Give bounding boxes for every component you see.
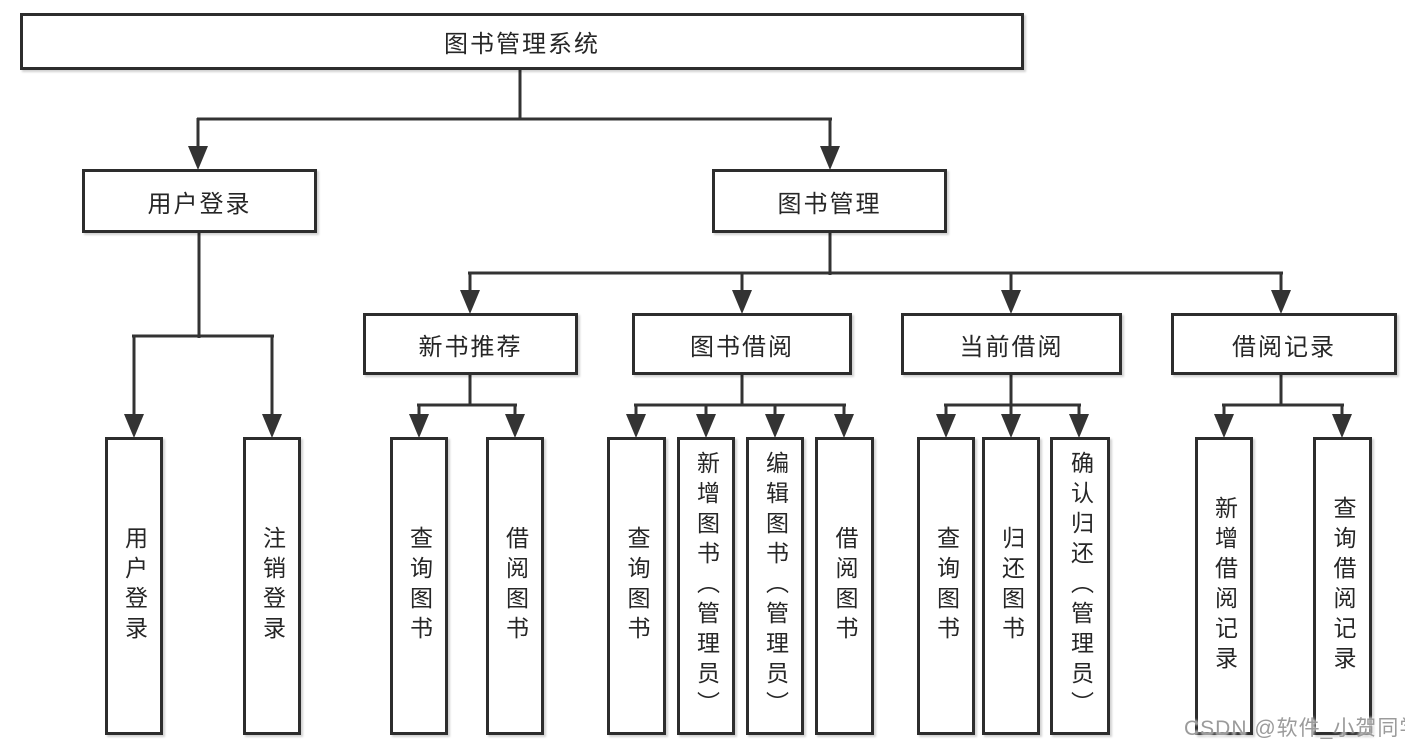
node-leaf-cb-confirm-return-admin: 确认归还（管理员） — [1050, 437, 1110, 735]
connector-root-to-level2 — [196, 70, 832, 148]
arrowhead-to-bb-edit-books — [765, 414, 785, 438]
connector-book-mgmt-to-level3 — [468, 233, 1283, 292]
node-leaf-nb-query-books: 查询图书 — [390, 437, 448, 735]
node-leaf-br-add-record: 新增借阅记录 — [1195, 437, 1253, 735]
node-leaf-bb-query-books: 查询图书 — [607, 437, 666, 735]
node-library-management-system: 图书管理系统 — [20, 13, 1024, 70]
arrowhead-to-current-borrowing — [1001, 290, 1021, 314]
node-book-borrowing: 图书借阅 — [632, 313, 852, 375]
arrowhead-to-br-add-record — [1214, 414, 1234, 438]
connector-user-login-to-children — [132, 233, 274, 416]
node-borrowing-records: 借阅记录 — [1171, 313, 1397, 375]
node-leaf-nb-borrow-books: 借阅图书 — [486, 437, 544, 735]
arrowhead-to-book-mgmt — [820, 146, 840, 170]
arrowhead-to-cb-confirm-return — [1069, 414, 1089, 438]
connector-new-book-rec-to-children — [417, 375, 517, 416]
node-new-book-recommendation: 新书推荐 — [363, 313, 578, 375]
arrowhead-to-new-book-rec — [460, 290, 480, 314]
arrowhead-to-nb-query-books — [409, 414, 429, 438]
arrowhead-to-cb-query-books — [936, 414, 956, 438]
arrowhead-to-borrowing-records — [1271, 290, 1291, 314]
node-leaf-br-query-record: 查询借阅记录 — [1313, 437, 1372, 735]
node-leaf-bb-add-books-admin: 新增图书（管理员） — [677, 437, 735, 735]
arrowhead-to-br-query-record — [1332, 414, 1352, 438]
arrowhead-to-user-login — [188, 146, 208, 170]
node-leaf-cb-return-books: 归还图书 — [982, 437, 1040, 735]
node-current-borrowing: 当前借阅 — [901, 313, 1122, 375]
node-book-management: 图书管理 — [712, 169, 947, 233]
arrowhead-to-ul-logout — [262, 414, 282, 438]
node-leaf-bb-borrow-books: 借阅图书 — [815, 437, 874, 735]
arrowhead-to-ul-user-login — [124, 414, 144, 438]
arrowhead-to-bb-borrow-books — [834, 414, 854, 438]
arrowhead-to-cb-return-books — [1001, 414, 1021, 438]
connector-borrowing-records-to-children — [1222, 375, 1344, 416]
node-leaf-logout: 注销登录 — [243, 437, 301, 735]
node-leaf-bb-edit-books-admin: 编辑图书（管理员） — [746, 437, 804, 735]
node-leaf-user-login: 用户登录 — [105, 437, 163, 735]
arrowhead-to-book-borrowing — [732, 290, 752, 314]
arrowhead-to-nb-borrow-books — [505, 414, 525, 438]
connector-current-borrowing-to-children — [944, 375, 1081, 416]
csdn-watermark: CSDN @软件_小贺同学 — [1184, 717, 1405, 740]
arrowhead-to-bb-query-books — [626, 414, 646, 438]
arrowhead-to-bb-add-books — [696, 414, 716, 438]
connector-book-borrowing-to-children — [634, 375, 846, 416]
node-leaf-cb-query-books: 查询图书 — [917, 437, 975, 735]
node-user-login: 用户登录 — [82, 169, 317, 233]
